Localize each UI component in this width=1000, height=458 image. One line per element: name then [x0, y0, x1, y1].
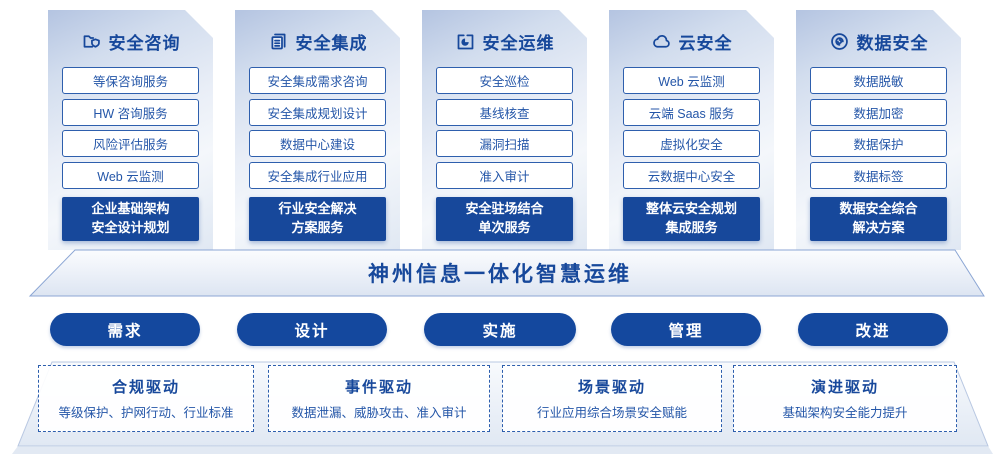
- service-list: Web 云监测 云端 Saas 服务 虚拟化安全 云数据中心安全: [623, 67, 760, 193]
- column-title: 安全咨询: [108, 34, 181, 53]
- driver-box-incident: 事件驱动 数据泄漏、威胁攻击、准入审计: [268, 365, 490, 432]
- platform-band-shape: [28, 249, 985, 297]
- cloud-icon: [652, 35, 670, 48]
- driver-title: 事件驱动: [344, 379, 413, 396]
- footer-line: 安全设计规划: [91, 220, 170, 235]
- driver-title: 场景驱动: [577, 379, 646, 396]
- service-item: 安全集成需求咨询: [249, 67, 386, 94]
- column-header: 安全咨询: [48, 29, 213, 54]
- footer-line: 方案服务: [291, 220, 344, 235]
- service-item: 风险评估服务: [62, 130, 199, 157]
- service-list: 安全巡检 基线核查 漏洞扫描 准入审计: [436, 67, 573, 193]
- column-footer-badge: 企业基础架构 安全设计规划: [62, 197, 199, 241]
- column-header: 数据安全: [796, 29, 961, 54]
- column-title: 安全运维: [482, 34, 555, 53]
- driver-description: 数据泄漏、威胁攻击、准入审计: [291, 406, 467, 420]
- service-item: 基线核查: [436, 98, 573, 126]
- driver-title: 演进驱动: [810, 379, 879, 396]
- service-item: 数据保护: [810, 130, 947, 157]
- column-cloud-security: 云安全 Web 云监测 云端 Saas 服务 虚拟化安全 云数据中心安全 整体云…: [609, 10, 774, 250]
- service-item: Web 云监测: [623, 67, 760, 94]
- service-item: Web 云监测: [62, 161, 199, 189]
- service-item: 安全集成行业应用: [249, 161, 386, 189]
- service-list: 数据脱敏 数据加密 数据保护 数据标签: [810, 67, 947, 193]
- service-item: HW 咨询服务: [62, 98, 199, 126]
- service-item: 数据脱敏: [810, 67, 947, 94]
- service-item: 准入审计: [436, 161, 573, 189]
- driver-box-scenario: 场景驱动 行业应用综合场景安全赋能: [502, 365, 722, 432]
- footer-line: 集成服务: [665, 220, 718, 235]
- service-item: 数据加密: [810, 98, 947, 126]
- footer-line: 数据安全综合: [839, 201, 918, 217]
- footer-line: 安全驻场结合: [465, 201, 544, 217]
- process-pill-management: 管理: [611, 313, 761, 346]
- column-security-integration: 安全集成 安全集成需求咨询 安全集成规划设计 数据中心建设 安全集成行业应用 行…: [235, 10, 400, 250]
- driver-box-compliance: 合规驱动 等级保护、护网行动、行业标准: [38, 365, 254, 432]
- process-pill-design: 设计: [237, 313, 387, 346]
- service-list: 等保咨询服务 HW 咨询服务 风险评估服务 Web 云监测: [62, 67, 199, 193]
- service-item: 安全集成规划设计: [249, 98, 386, 126]
- column-footer-badge: 整体云安全规划 集成服务: [623, 197, 760, 241]
- driver-title: 合规驱动: [111, 379, 180, 396]
- service-item: 云数据中心安全: [623, 161, 760, 189]
- column-title: 云安全: [678, 34, 733, 53]
- column-title: 安全集成: [295, 34, 368, 53]
- process-pill-improvement: 改进: [798, 313, 948, 346]
- column-footer-badge: 安全驻场结合 单次服务: [436, 197, 573, 241]
- service-list: 安全集成需求咨询 安全集成规划设计 数据中心建设 安全集成行业应用: [249, 67, 386, 193]
- folder-shield-icon: [83, 35, 100, 48]
- column-footer-badge: 数据安全综合 解决方案: [810, 197, 947, 241]
- footer-line: 企业基础架构: [91, 201, 170, 217]
- service-item: 虚拟化安全: [623, 130, 760, 157]
- column-header: 安全运维: [422, 29, 587, 54]
- column-security-consulting: 安全咨询 等保咨询服务 HW 咨询服务 风险评估服务 Web 云监测 企业基础架…: [48, 10, 213, 250]
- copy-docs-icon: [271, 33, 285, 50]
- fingerprint-icon: [830, 33, 848, 50]
- process-pill-implementation: 实施: [424, 313, 576, 346]
- driver-description: 等级保护、护网行动、行业标准: [58, 406, 234, 420]
- service-item: 漏洞扫描: [436, 130, 573, 157]
- column-footer-badge: 行业安全解决 方案服务: [249, 197, 386, 241]
- footer-line: 行业安全解决: [278, 201, 357, 217]
- driver-box-evolution: 演进驱动 基础架构安全能力提升: [733, 365, 957, 432]
- service-item: 数据标签: [810, 161, 947, 189]
- box-clock-icon: [457, 34, 473, 50]
- footer-line: 整体云安全规划: [645, 201, 737, 217]
- driver-description: 基础架构安全能力提升: [782, 406, 908, 420]
- footer-line: 单次服务: [478, 220, 531, 235]
- platform-title: 神州信息一体化智慧运维: [368, 263, 632, 286]
- process-pill-requirement: 需求: [50, 313, 200, 346]
- column-header: 安全集成: [235, 29, 400, 54]
- footer-line: 解决方案: [852, 220, 905, 235]
- service-item: 云端 Saas 服务: [623, 98, 760, 126]
- column-header: 云安全: [609, 29, 774, 54]
- service-item: 数据中心建设: [249, 130, 386, 157]
- service-item: 等保咨询服务: [62, 67, 199, 94]
- column-title: 数据安全: [856, 34, 929, 53]
- column-security-operations: 安全运维 安全巡检 基线核查 漏洞扫描 准入审计 安全驻场结合 单次服务: [422, 10, 587, 250]
- driver-description: 行业应用综合场景安全赋能: [536, 406, 687, 420]
- service-item: 安全巡检: [436, 67, 573, 94]
- column-data-security: 数据安全 数据脱敏 数据加密 数据保护 数据标签 数据安全综合 解决方案: [796, 10, 961, 250]
